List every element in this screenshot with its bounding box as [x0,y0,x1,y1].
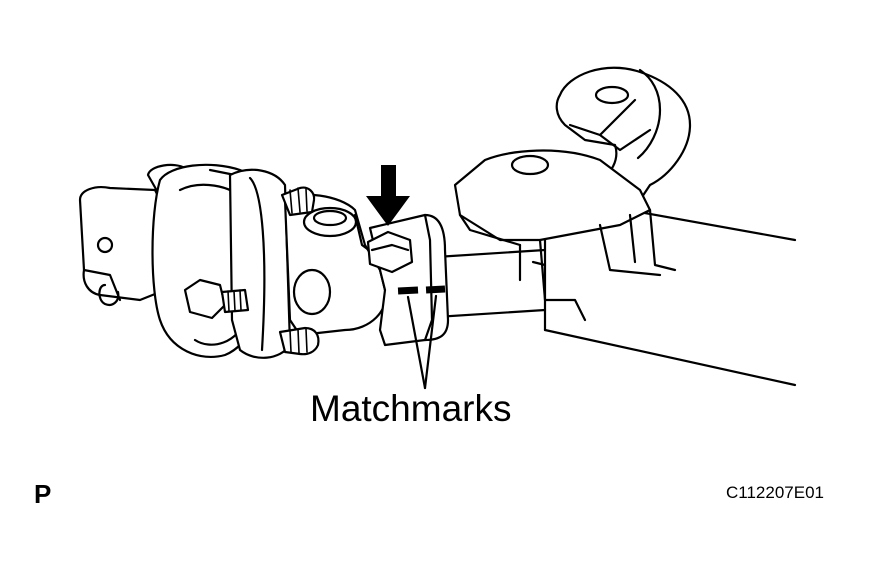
universal-joint [78,163,450,359]
matchmarks-label: Matchmarks [310,388,512,429]
figure-code: C112207E01 [726,483,824,502]
column-bracket [453,66,692,322]
matchmarks-leader-lines [406,294,438,390]
matchmark-ticks [397,285,446,295]
view-letter: P [34,479,52,509]
down-arrow-icon [366,165,410,226]
